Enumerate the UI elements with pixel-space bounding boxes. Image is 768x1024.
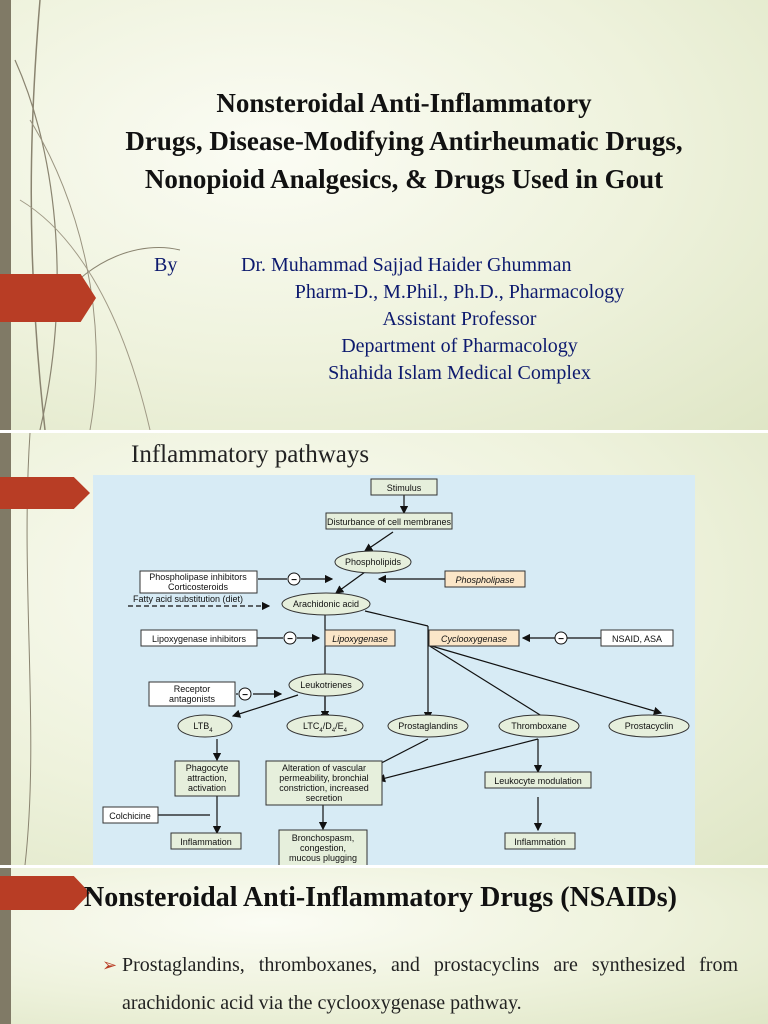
label-arachidonic-acid: Arachidonic acid <box>293 599 359 609</box>
label-attraction: attraction, <box>187 773 227 783</box>
node-cyclooxygenase <box>428 629 520 647</box>
node-lipoxygenase-inhibitors <box>140 629 258 647</box>
node-arachidonic-acid <box>281 592 371 616</box>
accent-tab <box>0 274 96 322</box>
label-phospholipids: Phospholipids <box>345 557 402 567</box>
node-phospholipids <box>334 550 412 574</box>
inhibit-symbol: − <box>287 634 293 645</box>
decorative-leaves <box>14 0 181 430</box>
label-mucous-plugging: mucous plugging <box>289 853 357 863</box>
node-ltc-d-e <box>286 714 364 738</box>
author-department: Department of Pharmacology <box>341 335 578 357</box>
label-leukocyte-modulation: Leukocyte modulation <box>494 776 582 786</box>
slide-title: Nonsteroidal Anti-Inflammatory Drugs (NS… <box>84 882 677 913</box>
inhibit-symbol: − <box>242 690 248 701</box>
pathway-slide: Inflammatory pathways <box>0 433 768 865</box>
node-phospholipase-inhibitors <box>139 570 258 594</box>
node-stimulus <box>370 478 438 496</box>
title-slide: Nonsteroidal Anti-Inflammatory Drugs, Di… <box>0 0 768 430</box>
node-disturbance <box>325 512 453 530</box>
left-accent-bar <box>0 0 11 430</box>
inflammatory-pathway-diagram: − − − − <box>93 475 695 865</box>
by-label: By <box>154 254 178 276</box>
node-prostaglandins <box>387 714 469 738</box>
bullet-text: Prostaglandins, thromboxanes, and prosta… <box>122 954 738 1014</box>
label-inflammation-left: Inflammation <box>180 837 232 847</box>
label-nsaid: NSAID, ASA <box>612 634 662 644</box>
author-institution: Shahida Islam Medical Complex <box>328 362 591 384</box>
node-alteration <box>265 760 383 806</box>
node-bronchospasm <box>278 829 368 865</box>
label-alteration-4: secretion <box>306 793 343 803</box>
bullet-arrow-icon: ➢ <box>102 955 118 975</box>
label-lipoxygenase: Lipoxygenase <box>332 634 388 644</box>
label-leukotrienes: Leukotrienes <box>300 680 352 690</box>
label-prostaglandins: Prostaglandins <box>398 721 458 731</box>
label-thromboxane: Thromboxane <box>511 721 567 731</box>
label-stimulus: Stimulus <box>387 483 422 493</box>
label-corticosteroids: Corticosteroids <box>168 582 229 592</box>
node-ltb4 <box>177 714 233 738</box>
label-bronchospasm: Bronchospasm, <box>292 833 355 843</box>
bullet-item: ➢ Prostaglandins, thromboxanes, and pros… <box>102 946 738 1022</box>
slide-title: Inflammatory pathways <box>131 441 370 468</box>
nsaid-slide: Nonsteroidal Anti-Inflammatory Drugs (NS… <box>0 868 768 1024</box>
label-fatty-acid: Fatty acid substitution (diet) <box>133 594 243 604</box>
author-name: Dr. Muhammad Sajjad Haider Ghumman <box>241 254 572 276</box>
node-leukocyte-modulation <box>484 771 592 789</box>
label-phospholipase-inhibitors: Phospholipase inhibitors <box>149 572 247 582</box>
label-phospholipase: Phospholipase <box>455 575 514 585</box>
label-disturbance: Disturbance of cell membranes <box>327 517 452 527</box>
label-alteration-1: Alteration of vascular <box>282 763 366 773</box>
accent-tab <box>0 876 90 910</box>
label-receptor: Receptor <box>174 684 211 694</box>
node-receptor-antagonists <box>148 681 236 707</box>
label-cyclooxygenase: Cyclooxygenase <box>441 634 507 644</box>
node-nsaid <box>600 629 674 647</box>
label-alteration-3: constriction, increased <box>279 783 369 793</box>
node-lipoxygenase <box>324 629 396 647</box>
label-alteration-2: permeability, bronchial <box>279 773 368 783</box>
node-inflammation-right <box>504 832 576 850</box>
node-colchicine <box>102 806 159 824</box>
author-position: Assistant Professor <box>382 308 537 330</box>
left-accent-bar <box>0 433 11 865</box>
label-activation: activation <box>188 783 226 793</box>
label-ltc-d-e: LTC4/D4/E4 <box>303 721 348 734</box>
author-degrees: Pharm-D., M.Phil., Ph.D., Pharmacology <box>294 281 625 303</box>
node-prostacyclin <box>608 714 690 738</box>
node-phospholipase <box>444 570 526 588</box>
node-phagocyte <box>174 760 240 797</box>
label-prostacyclin: Prostacyclin <box>625 721 674 731</box>
accent-tab <box>0 477 90 509</box>
label-phagocyte: Phagocyte <box>186 763 229 773</box>
node-inflammation-left <box>170 832 242 850</box>
label-lipoxygenase-inhibitors: Lipoxygenase inhibitors <box>152 634 247 644</box>
left-accent-bar <box>0 868 11 1024</box>
label-ltb4: LTB4 <box>193 721 213 734</box>
label-congestion: congestion, <box>300 843 346 853</box>
node-leukotrienes <box>288 673 364 697</box>
label-colchicine: Colchicine <box>109 811 151 821</box>
presentation-title: Nonsteroidal Anti-Inflammatory Drugs, Di… <box>125 88 683 194</box>
label-inflammation-right: Inflammation <box>514 837 566 847</box>
node-thromboxane <box>498 714 580 738</box>
label-antagonists: antagonists <box>169 694 216 704</box>
inhibit-symbol: − <box>291 575 297 586</box>
inhibit-symbol: − <box>558 634 564 645</box>
